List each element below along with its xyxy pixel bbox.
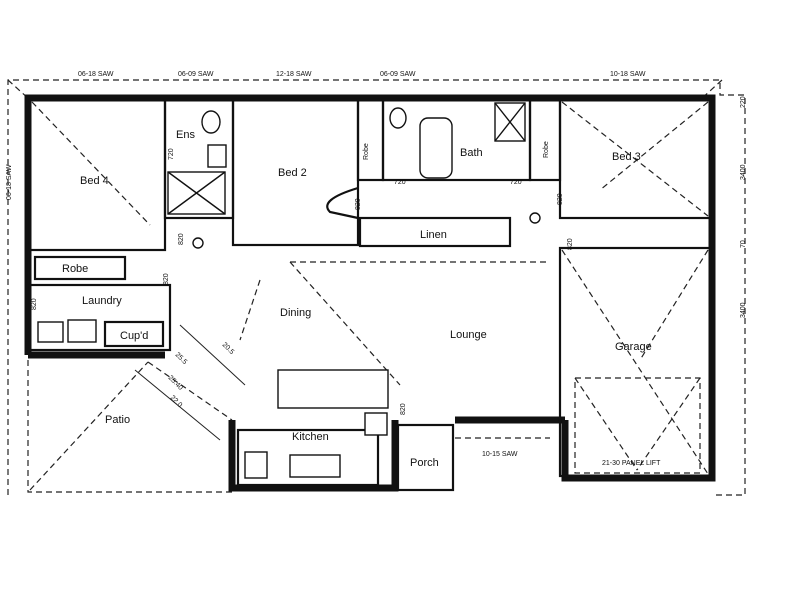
door-label-2: 820	[178, 233, 185, 245]
bath-shower-x2	[494, 102, 526, 142]
room-garage: Garage	[615, 341, 652, 353]
bathtub	[419, 117, 453, 179]
dim-diag-label-3: 25.40	[167, 374, 184, 391]
robe-b-wall	[528, 98, 562, 182]
patio-outline	[27, 360, 232, 493]
porch-wall	[396, 423, 455, 492]
dim-diag-label-4: 22.0	[169, 394, 184, 409]
kitchen-bench	[236, 428, 380, 487]
garage-door-diag1	[574, 377, 638, 471]
room-bed2: Bed 2	[278, 167, 307, 179]
exterior-wall	[24, 94, 716, 482]
room-bath: Bath	[460, 147, 483, 159]
bed3-diag	[561, 101, 709, 217]
garage-wall	[558, 246, 712, 478]
door-label-1: 720	[168, 148, 175, 160]
room-robe-a: Robe	[363, 143, 370, 160]
door-label-3: 720	[394, 179, 406, 186]
hall-light-right	[529, 212, 541, 224]
dim-diag-2	[134, 369, 221, 441]
garage-door-diag2	[636, 377, 701, 471]
laundry-tub	[37, 321, 64, 343]
door-label-8: 820	[163, 273, 170, 285]
bath-toilet	[389, 107, 407, 129]
dim-right-2: 3400	[740, 164, 747, 180]
room-bed3: Bed 3	[612, 151, 641, 163]
bed4-diag	[31, 101, 151, 226]
laundry-wall	[28, 283, 172, 352]
door-label-6: 820	[557, 193, 564, 205]
room-robe-b: Robe	[543, 141, 550, 158]
dim-right-1: 220	[740, 96, 747, 108]
kitchen-island	[277, 369, 389, 409]
exterior-wall-kitchen	[228, 420, 399, 492]
patio-diag-1	[29, 361, 149, 491]
door-label-5: 820	[355, 198, 362, 210]
dim-diag-label-2: 25.5	[174, 351, 189, 366]
dim-diag-label-1: 20.5	[221, 341, 236, 356]
dim-right-4: 3400	[740, 302, 747, 318]
door-label-9: 820	[31, 298, 38, 310]
lounge-diag-1	[289, 261, 401, 386]
window-label-2: 06-09 SAW	[178, 71, 214, 78]
garage-door-label: 21-30 PANEL LIFT	[602, 460, 661, 467]
robe-c-wall	[33, 255, 127, 281]
porch-window-label: 10-15 SAW	[482, 451, 518, 458]
window-label-1: 06-18 SAW	[78, 71, 114, 78]
linen-wall	[358, 216, 512, 248]
hall-light-left	[192, 237, 204, 249]
dim-right-3: 70	[740, 240, 747, 248]
shower-x2	[167, 171, 226, 215]
window-label-6: 06-18 SAW	[6, 164, 13, 200]
door-label-7: 820	[567, 238, 574, 250]
kitchen-stove	[289, 454, 341, 478]
room-bed4: Bed 4	[80, 175, 109, 187]
room-robe-c: Robe	[62, 263, 88, 275]
lounge-diag-2	[239, 279, 261, 341]
room-lounge: Lounge	[450, 329, 487, 341]
room-porch: Porch	[410, 457, 439, 469]
laundry-machine	[67, 319, 97, 343]
ensuite-toilet	[201, 110, 221, 134]
bed3-diag-2	[599, 101, 709, 191]
roof-outline	[7, 79, 746, 496]
room-kitchen: Kitchen	[292, 431, 329, 443]
room-laundry: Laundry	[82, 295, 122, 307]
room-cupd: Cup'd	[120, 330, 148, 342]
bed3-wall	[558, 98, 712, 220]
ensuite-vanity	[207, 144, 227, 168]
room-ens: Ens	[176, 129, 195, 141]
garage-diag-1	[561, 249, 709, 475]
garage-door-outline	[574, 377, 701, 474]
room-patio: Patio	[105, 414, 130, 426]
window-label-5: 10-18 SAW	[610, 71, 646, 78]
room-dining: Dining	[280, 307, 311, 319]
hall-curve-left	[326, 186, 359, 220]
door-label-10: 820	[400, 403, 407, 415]
garage-diag-2	[639, 249, 709, 361]
patio-diag-2	[147, 361, 233, 421]
dim-diag-1	[179, 324, 246, 386]
cupd-wall	[103, 320, 165, 348]
window-label-4: 06-09 SAW	[380, 71, 416, 78]
room-linen: Linen	[420, 229, 447, 241]
kitchen-pantry	[364, 412, 388, 436]
kitchen-fridge	[244, 451, 268, 479]
window-label-3: 12-18 SAW	[276, 71, 312, 78]
door-label-4: 720	[510, 179, 522, 186]
robe-a-wall	[356, 98, 385, 182]
